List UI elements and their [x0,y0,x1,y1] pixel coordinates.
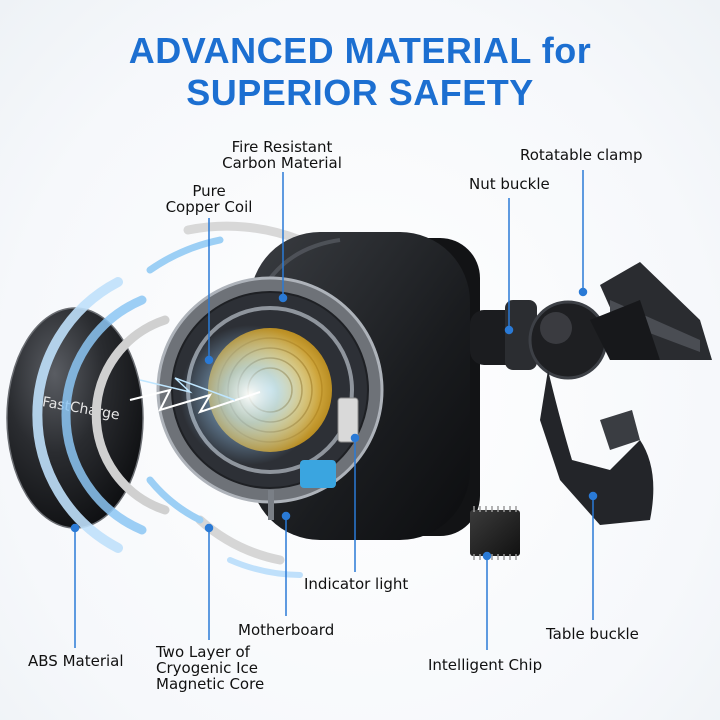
coil-assembly [129,276,384,520]
magnetic-field-arcs [32,221,305,578]
label-fire-resistant-line2: Carbon Material [222,154,342,172]
label-table-buckle: Table buckle [546,625,639,643]
label-two-layer-line3: Magnetic Core [156,675,265,693]
label-indicator-light: Indicator light [304,575,409,593]
label-fire-resistant: Fire Resistant Carbon Material [220,139,344,171]
label-pure-copper-line1: Pure [192,182,226,200]
intelligent-chip-graphic [470,506,520,560]
leader-lines [70,170,598,650]
label-two-layer-line1: Two Layer of [156,643,250,661]
label-pure-copper-coil: Pure Copper Coil [158,183,260,215]
table-buckle [540,370,654,525]
label-fire-resistant-line1: Fire Resistant [231,138,333,156]
label-abs-material: ABS Material [28,652,124,670]
ball-joint [470,300,608,380]
label-two-layer-core: Two Layer of Cryogenic Ice Magnetic Core [156,644,264,692]
label-rotatable-clamp: Rotatable clamp [520,146,643,164]
label-pure-copper-line2: Copper Coil [165,198,253,216]
rotatable-clamp [590,262,712,360]
label-motherboard: Motherboard [238,621,335,639]
label-intelligent-chip: Intelligent Chip [428,656,543,674]
headline-line-2: SUPERIOR SAFETY [186,72,534,113]
label-two-layer-line2: Cryogenic Ice [156,659,259,677]
label-nut-buckle: Nut buckle [469,175,550,193]
headline-line-1: ADVANCED MATERIAL for [128,30,592,71]
